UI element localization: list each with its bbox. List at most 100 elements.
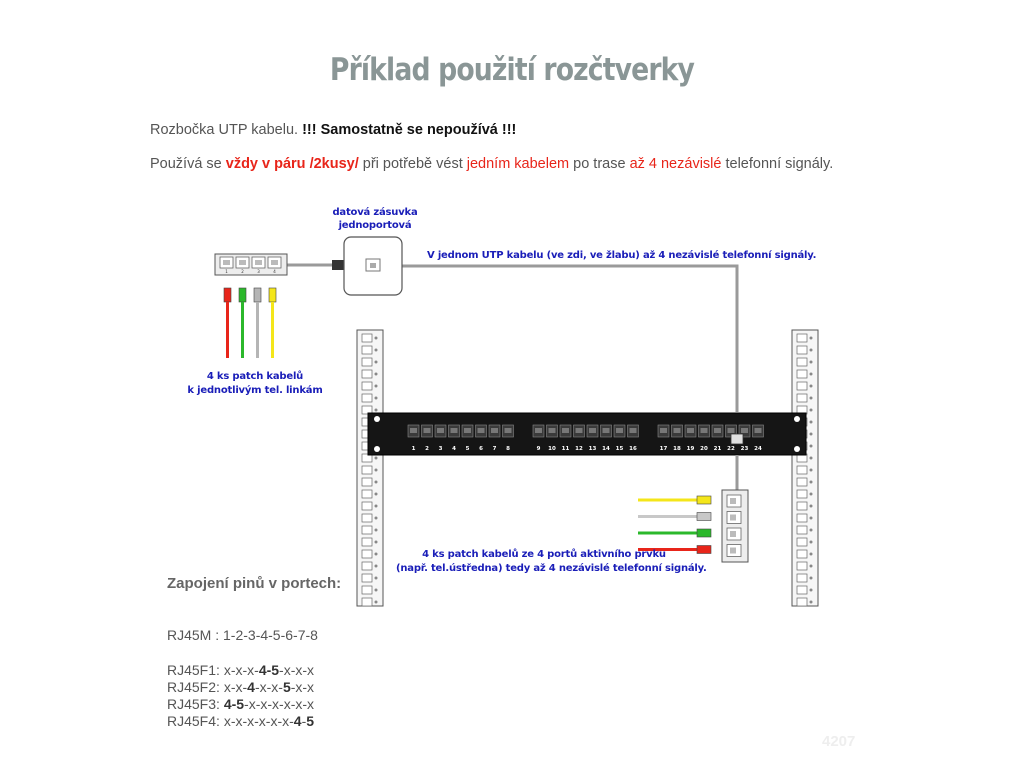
rack-dot (809, 528, 813, 532)
panel-port-number: 23 (741, 446, 749, 452)
rack-hole (796, 597, 808, 607)
pin-text: x-x-x-x-x-x- (223, 713, 294, 729)
rack-hole (361, 345, 373, 355)
rack-dot (809, 408, 813, 412)
panel-port-number: 18 (673, 446, 681, 452)
rack-hole (361, 501, 373, 511)
emphasis-text: až 4 nezávislé (629, 156, 722, 172)
panel-port-number: 9 (537, 446, 541, 452)
rack-dot (809, 540, 813, 544)
rack-hole (796, 369, 808, 379)
panel-port-contact (589, 428, 596, 433)
panel-port-number: 2 (425, 446, 429, 452)
right-patch-label: 4 ks patch kabelů ze 4 portů aktivního p… (396, 548, 707, 576)
rack-dot (374, 396, 378, 400)
rack-dot (809, 360, 813, 364)
rack-dot (809, 420, 813, 424)
pin-text: -x-x- (254, 679, 283, 695)
rack-dot (374, 348, 378, 352)
splitter-port-contact (271, 260, 278, 265)
patch-cable-plug (696, 512, 712, 521)
pins-title: Zapojení pinů v portech: (167, 575, 342, 592)
panel-port-contact (629, 428, 637, 433)
panel-screw (794, 416, 800, 422)
rack-hole (796, 501, 808, 511)
rack-dot (374, 576, 378, 580)
rack-hole (796, 333, 808, 343)
splitter-port-label: 2 (241, 269, 244, 274)
panel-port-contact (450, 428, 458, 433)
panel-port-number: 13 (589, 446, 597, 452)
intro-text: Rozbočka UTP kabelu. (150, 122, 303, 138)
pin-text: x-x- (223, 679, 248, 695)
rack-hole (361, 561, 373, 571)
rack-hole (796, 525, 808, 535)
splitter-port-label: 4 (273, 269, 276, 274)
rack-dot (809, 588, 813, 592)
pin-label: RJ45F4: (167, 713, 224, 729)
rack-hole (361, 585, 373, 595)
pin-row: RJ45F1: x-x-x-4-5-x-x-x (167, 662, 314, 678)
rack-dot (809, 480, 813, 484)
left-patch-label-line: 4 ks patch kabelů (206, 371, 304, 382)
pin-text: -x-x (290, 679, 315, 695)
pin-bold: 4 (293, 713, 302, 729)
panel-port-number: 4 (452, 446, 456, 452)
rack-dot (809, 492, 813, 496)
rack-dot (374, 456, 378, 460)
rack-dot (374, 528, 378, 532)
splitter-port-contact (730, 498, 736, 504)
patch-cable-plug (696, 545, 712, 554)
rack-dot (374, 384, 378, 388)
splitter-port-label: 3 (257, 269, 260, 274)
rack-dot (809, 384, 813, 388)
panel-port-contact (410, 428, 417, 433)
panel-port-contact (741, 428, 748, 433)
utp-cable (402, 264, 739, 412)
rack-hole (796, 345, 808, 355)
socket-label-line: jednoportová (338, 220, 412, 231)
rack-hole (796, 393, 808, 403)
panel-port-number: 11 (562, 446, 570, 452)
rack-hole (361, 381, 373, 391)
panel-port-contact (660, 428, 667, 433)
rack-hole (361, 333, 373, 343)
rj45m-line: RJ45M : 1-2-3-4-5-6-7-8 (167, 627, 318, 643)
rack-dot (374, 468, 378, 472)
splitter-port-label: 1 (225, 269, 228, 274)
rack-dot (374, 480, 378, 484)
pin-bold: 5 (282, 679, 291, 695)
panel-screw (794, 446, 800, 452)
rack-dot (809, 516, 813, 520)
intro-text: při potřebě vést (358, 156, 467, 172)
rack-hole (796, 585, 808, 595)
pin-label: RJ45F3: (167, 696, 224, 712)
patch-cable-plug (253, 287, 262, 303)
rack-dot (809, 504, 813, 508)
panel-port-contact (616, 428, 623, 433)
intro-line-1: Rozbočka UTP kabelu. !!! Samostatně se n… (150, 122, 516, 138)
panel-port-number: 12 (575, 446, 583, 452)
rack-hole (796, 561, 808, 571)
panel-port-number: 21 (714, 446, 722, 452)
socket-label-line: datová zásuvka (332, 207, 418, 218)
panel-port-number: 3 (439, 446, 443, 452)
panel-screw (374, 416, 380, 422)
rack-hole (361, 465, 373, 475)
emphasis-text: jedním kabelem (466, 156, 570, 172)
panel-screw (374, 446, 380, 452)
splitter-port-contact (255, 260, 262, 265)
panel-port-contact (673, 428, 681, 433)
panel-port-number: 7 (493, 446, 497, 452)
panel-port-number: 16 (629, 446, 637, 452)
rack-dot (374, 564, 378, 568)
panel-port-contact (464, 428, 471, 433)
panel-port-contact (714, 428, 721, 433)
rack-dot (374, 600, 378, 604)
patch-cable-plug (696, 528, 712, 538)
rack-hole (796, 489, 808, 499)
splitter-port-contact (223, 260, 230, 265)
rack-hole (796, 465, 808, 475)
patch-cable-plug (268, 287, 277, 303)
rack-dot (809, 372, 813, 376)
